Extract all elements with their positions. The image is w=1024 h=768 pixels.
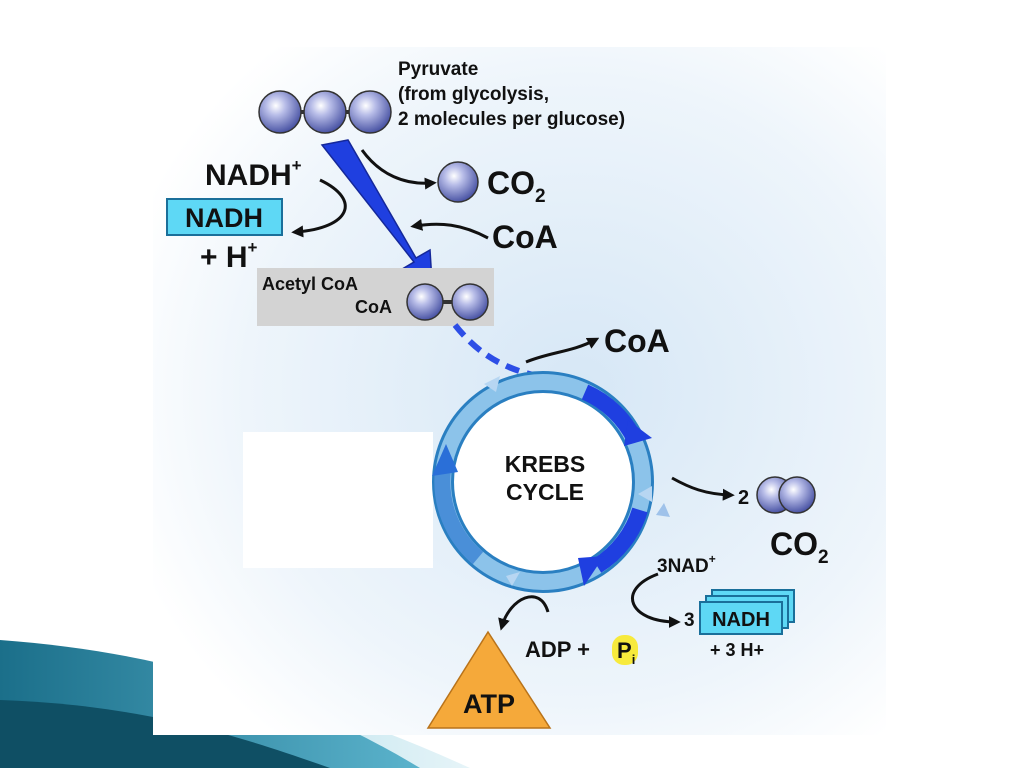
acetyl-coa-sub-label: CoA <box>355 297 392 317</box>
coa-out-label: CoA <box>604 323 670 359</box>
atp-triangle <box>426 630 552 729</box>
nadh-stack <box>699 589 795 635</box>
co2-molecule-top <box>437 161 479 203</box>
nad-plus-label: NADH+ <box>205 156 302 192</box>
atp-label: ATP <box>463 689 515 719</box>
atp-arrow <box>498 595 550 631</box>
krebs-ring <box>432 371 670 593</box>
acetyl-coa-label: Acetyl CoA <box>262 274 358 294</box>
nadh-arrow <box>291 178 347 238</box>
nadh-cycle-box-label: NADH <box>712 609 770 631</box>
nadh-count-label: 3 <box>684 610 695 631</box>
co2-out-arrow <box>360 149 437 190</box>
pi-label: Pi <box>617 638 635 667</box>
adp-label: ADP + <box>525 637 590 662</box>
acetyl-molecule <box>406 283 489 321</box>
krebs-title: KREBS <box>505 451 586 477</box>
pyruvate-count-label: 2 molecules per glucose) <box>398 109 625 130</box>
co2-cycle-arrow <box>671 476 735 501</box>
nadh-box-label: NADH <box>185 203 263 233</box>
h-plus-label: + H+ <box>200 238 258 274</box>
pyruvate-label: Pyruvate <box>398 59 478 80</box>
co2-cycle-label: CO2 <box>770 526 829 568</box>
co2-top-label: CO2 <box>487 165 546 207</box>
co2-count-label: 2 <box>738 487 749 509</box>
white-cutout <box>243 432 433 568</box>
cycle-title: CYCLE <box>506 479 584 505</box>
coa-in-arrow <box>410 218 489 240</box>
nadh-box <box>166 198 283 236</box>
pyruvate-source-label: (from glycolysis, <box>398 84 549 105</box>
coa-in-label: CoA <box>492 219 558 255</box>
nad-cycle-label: 3NAD+ <box>657 552 716 577</box>
pi-badge <box>612 635 638 665</box>
nadh-cycle-arrow <box>631 572 681 628</box>
pyruvate-molecule <box>258 90 392 134</box>
main-blue-arrow <box>320 139 433 284</box>
h-plus-cycle-label: + 3 H+ <box>710 640 764 660</box>
co2-molecule-cycle <box>756 476 816 514</box>
coa-out-arrow <box>525 337 600 364</box>
